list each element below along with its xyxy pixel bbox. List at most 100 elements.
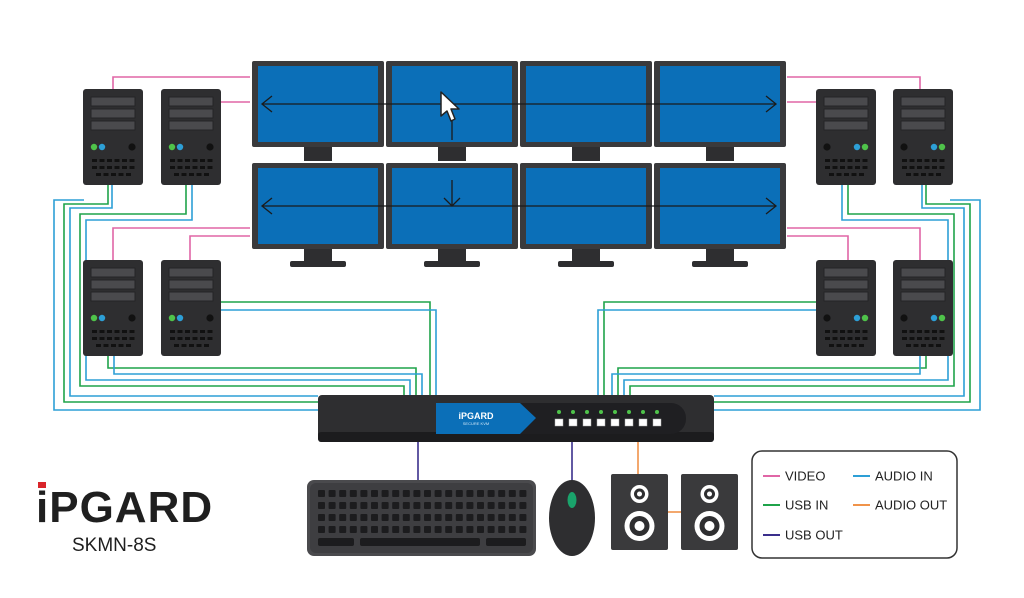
drive-bay xyxy=(900,96,946,107)
drive-bay xyxy=(90,108,136,119)
computer-tower-icon xyxy=(161,89,221,185)
vent-slot xyxy=(902,337,907,340)
port-button xyxy=(596,418,606,427)
keyboard-key xyxy=(402,502,410,509)
monitor-icon xyxy=(520,61,652,161)
vent-slot xyxy=(917,337,922,340)
keyboard-key xyxy=(392,490,400,497)
keyboard-key xyxy=(466,526,474,533)
keyboard-key xyxy=(434,514,442,521)
keyboard-key xyxy=(349,502,357,509)
kvm-sub-label: SECURE KVM xyxy=(463,421,489,426)
vent-slot xyxy=(192,159,198,162)
vent-slot xyxy=(103,344,109,347)
vent-slot xyxy=(122,166,127,169)
port-led xyxy=(655,410,659,414)
vent-slot xyxy=(181,344,187,347)
vent-slot xyxy=(200,166,205,169)
vent-slot xyxy=(177,159,183,162)
usb-in-cable xyxy=(617,355,927,396)
drive-bay xyxy=(900,120,946,131)
vent-slot xyxy=(832,159,838,162)
monitor-base xyxy=(290,261,346,267)
monitor-icon xyxy=(654,61,786,161)
video-cable xyxy=(189,235,250,262)
legend-item-audio-in: AUDIO IN xyxy=(853,469,933,484)
monitor-icon xyxy=(252,163,384,267)
vent-slot xyxy=(913,173,919,176)
keyboard-key xyxy=(413,490,421,497)
status-led xyxy=(853,314,861,322)
monitor-stand xyxy=(572,249,600,263)
keyboard-key xyxy=(402,490,410,497)
audio-in-cable xyxy=(69,185,318,397)
keyboard-key xyxy=(349,526,357,533)
vent-slot xyxy=(92,337,97,340)
port-button xyxy=(582,418,592,427)
keyboard-deck xyxy=(310,483,533,553)
vent-slot xyxy=(924,166,930,169)
power-led xyxy=(938,143,946,151)
vent-slot xyxy=(122,159,127,162)
vent-slot xyxy=(902,166,907,169)
vent-slot xyxy=(832,337,838,340)
keyboard-key xyxy=(455,514,463,521)
keyboard-key xyxy=(424,490,431,497)
vent-slot xyxy=(129,337,135,340)
vent-slot xyxy=(129,330,135,333)
port-led xyxy=(627,410,631,414)
monitor-stand xyxy=(706,147,734,161)
keyboard-key xyxy=(339,514,347,521)
keyboard-key xyxy=(381,502,389,509)
peripherals xyxy=(307,474,738,556)
computer-tower-icon xyxy=(893,260,953,356)
speaker-icon xyxy=(611,474,668,550)
keyboard-key xyxy=(519,502,527,509)
port-button xyxy=(610,418,620,427)
vent-slot xyxy=(902,159,907,162)
vent-slot xyxy=(851,173,857,176)
keyboard-key xyxy=(487,490,495,497)
keyboard-key xyxy=(360,490,368,497)
keyboard-key xyxy=(477,490,484,497)
left-arrow-icon xyxy=(260,95,273,113)
vent-slot xyxy=(174,173,179,176)
legend-label: AUDIO IN xyxy=(875,469,933,484)
status-led xyxy=(98,143,106,151)
keyboard-key xyxy=(392,502,400,509)
vent-slot xyxy=(928,173,934,176)
monitor-stand xyxy=(572,147,600,161)
kvm-label-plate xyxy=(436,403,536,434)
vent-slot xyxy=(913,344,919,347)
cursor-arrow-icon xyxy=(440,91,460,122)
audio-in-cable xyxy=(113,355,423,396)
vent-slot xyxy=(200,159,205,162)
audio-in-cable xyxy=(611,355,921,396)
vent-slot xyxy=(862,166,868,169)
power-button xyxy=(823,314,831,322)
computer-tower-icon xyxy=(83,260,143,356)
monitor-base xyxy=(692,261,748,267)
power-button xyxy=(823,143,831,151)
vent-slot xyxy=(96,173,101,176)
audio-in-cable xyxy=(714,185,965,397)
port-button xyxy=(638,418,648,427)
mouse-wheel xyxy=(567,492,577,508)
kvm-base xyxy=(318,432,714,442)
keyboard-key xyxy=(318,514,325,521)
keyboard-key xyxy=(360,514,368,521)
vent-slot xyxy=(936,344,941,347)
power-button xyxy=(128,143,136,151)
vent-slot xyxy=(840,166,845,169)
drive-bay xyxy=(168,279,214,290)
vent-slot xyxy=(170,166,175,169)
vent-slot xyxy=(855,330,860,333)
keyboard-key xyxy=(466,502,474,509)
keyboard-key xyxy=(508,502,516,509)
usb-in-cable xyxy=(63,185,318,403)
drive-bay xyxy=(90,120,136,131)
vent-slot xyxy=(909,330,915,333)
keyboard-key xyxy=(413,514,421,521)
down-arrow-icon xyxy=(443,197,461,207)
keyboard-key xyxy=(508,526,516,533)
